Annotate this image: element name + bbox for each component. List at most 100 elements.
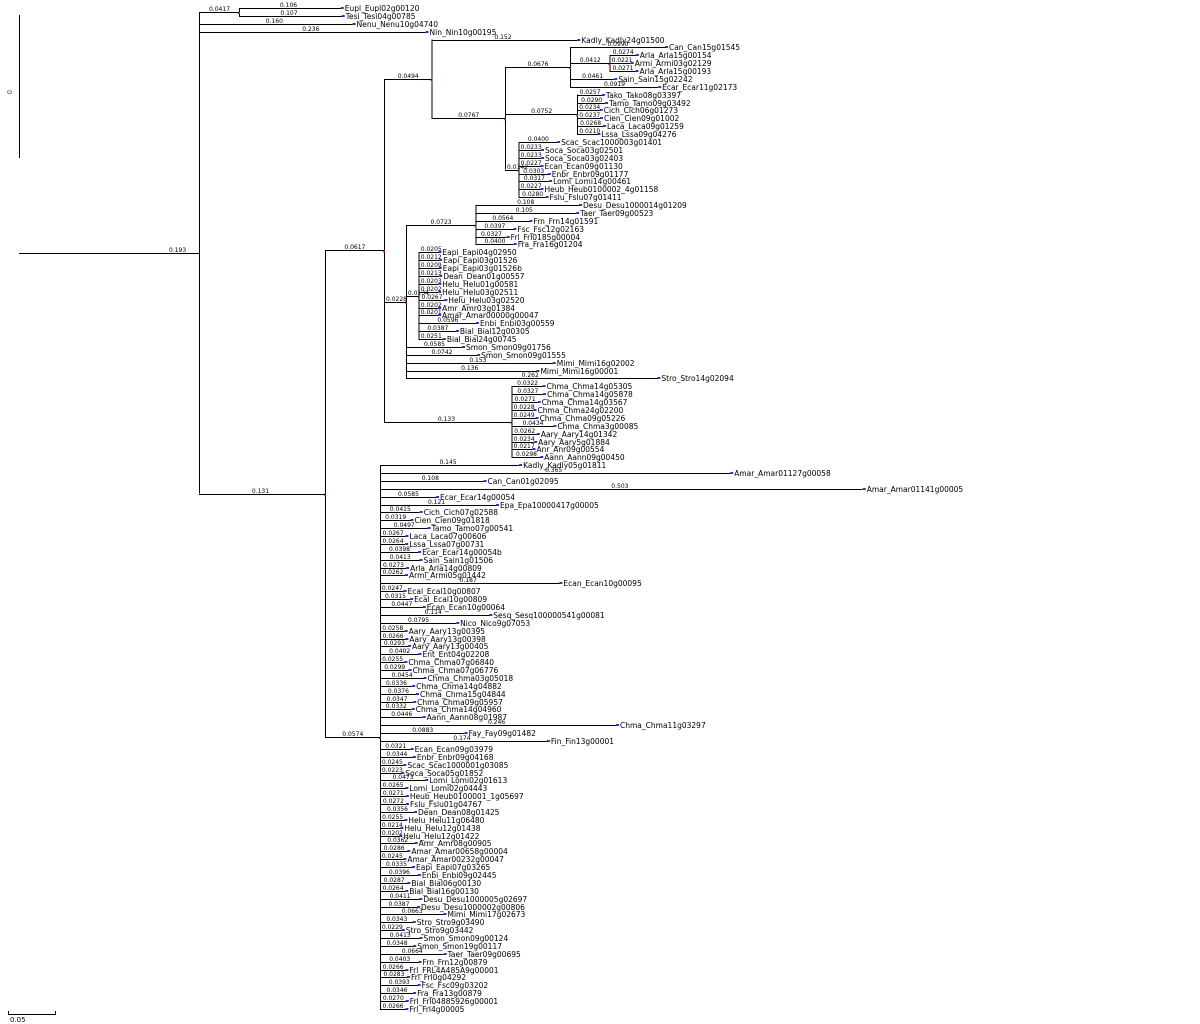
leaf-marker xyxy=(456,622,460,624)
branch-length-label: 0.133 xyxy=(438,416,455,423)
branch-length-label: 0.0723 xyxy=(431,219,452,226)
leaf-marker xyxy=(407,645,411,647)
leaf-marker xyxy=(519,464,523,466)
leaf-label: Aary_Aary13g00405 xyxy=(412,642,489,651)
leaf-marker xyxy=(438,251,442,253)
branch-length-label: 0.0245 xyxy=(382,759,403,766)
leaf-marker xyxy=(403,764,407,766)
leaf-marker xyxy=(404,661,408,663)
branch-length-label: 0.0356 xyxy=(387,806,408,813)
branch-length-label: 0.0271 xyxy=(515,396,536,403)
leaf-marker xyxy=(664,46,668,48)
branch-length-label: 0.0398 xyxy=(389,546,410,553)
branch-length-label: 0.153 xyxy=(469,357,486,364)
branch-length-label: 0.0321 xyxy=(385,743,406,750)
leaf-marker xyxy=(553,425,557,427)
leaf-label: Ecar_Ecar14g00054 xyxy=(440,493,515,502)
leaf-marker xyxy=(513,243,517,245)
leaf-marker xyxy=(577,39,581,41)
leaf-marker xyxy=(436,496,440,498)
leaf-marker xyxy=(862,488,866,490)
leaf-marker xyxy=(425,31,429,33)
leaf-marker xyxy=(418,961,422,963)
branch-length-label: 0.0335 xyxy=(386,861,407,868)
leaf-marker xyxy=(443,953,447,955)
leaf-label: Ecan_Ecan10g00064 xyxy=(427,603,506,612)
leaf-label: Frl_Frl04885926g00001 xyxy=(410,997,499,1006)
branch-length-label: 0.0283 xyxy=(383,971,404,978)
leaf-marker xyxy=(443,913,447,915)
leaf-marker xyxy=(438,307,442,309)
leaf-marker xyxy=(400,827,404,829)
branch-length-label: 0.0344 xyxy=(386,751,407,758)
leaf-marker xyxy=(438,283,442,285)
leaf-marker xyxy=(730,472,734,474)
leaf-label: Heub_Heub0100001_1g05697 xyxy=(410,792,524,801)
leaf-marker xyxy=(546,740,550,742)
leaf-marker xyxy=(477,354,481,356)
branch-length-label: 0.0585 xyxy=(424,341,445,348)
branch-length-label: 0.0411 xyxy=(390,893,411,900)
branch-length-label: 0.0362 xyxy=(387,837,408,844)
leaf-label: Tako_Tako08g03397 xyxy=(605,91,681,100)
leaf-label: Lssa_Lssa07g00731 xyxy=(409,540,484,549)
leaf-marker xyxy=(438,314,442,316)
leaf-marker xyxy=(425,779,429,781)
leaf-label: Can_Can15g01545 xyxy=(669,43,740,52)
branch-length-label: 0.0332 xyxy=(386,703,407,710)
leaf-label: Fra_Fra13g00879 xyxy=(417,989,482,998)
leaf-label: Sesq_Sesq100000541g00081 xyxy=(493,611,605,620)
leaf-label: Taer_Taer09g00523 xyxy=(579,209,653,218)
leaf-label: Aary_Aary13g00395 xyxy=(409,627,486,636)
branch-length-label: 0.0203 xyxy=(421,278,442,285)
branch-length-label: 0.0347 xyxy=(387,696,408,703)
branch-length-label: 0.0271 xyxy=(383,790,404,797)
internal-node-marker xyxy=(382,250,385,253)
internal-node-marker xyxy=(608,63,611,66)
leaf-marker xyxy=(616,724,620,726)
leaf-label: Frn_Frn14g01591 xyxy=(533,217,598,226)
leaf-marker xyxy=(419,559,423,561)
branch-length-label: 0.0214 xyxy=(382,822,403,829)
leaf-marker xyxy=(483,480,487,482)
leaf-label: Anr_Anr09g00554 xyxy=(537,445,605,454)
leaf-marker xyxy=(405,1000,409,1002)
leaf-label: Fra_Fra16g01204 xyxy=(518,240,583,249)
leaf-label: Ent_Ent04g02208 xyxy=(422,650,489,659)
branch-length-label: 0.0299 xyxy=(384,664,405,671)
leaf-label: Smon_Smon19g00117 xyxy=(417,942,502,951)
leaf-label: Frl_Frl0g04292 xyxy=(411,973,466,982)
branch-length-label: 0.107 xyxy=(280,10,297,17)
leaf-marker xyxy=(417,984,421,986)
leaf-label: Ecar_Ecar14g00054b xyxy=(422,548,502,557)
leaf-marker xyxy=(340,7,344,9)
leaf-marker xyxy=(549,180,553,182)
leaf-marker xyxy=(404,819,408,821)
leaf-label: Helu_Helu03g02520 xyxy=(448,296,524,305)
leaf-label: Enbi_Enbi03g00559 xyxy=(480,319,555,328)
leaf-marker xyxy=(405,535,409,537)
leaf-label: Mimi_Mimi16g02002 xyxy=(557,359,635,368)
leaf-marker xyxy=(635,70,639,72)
root-label: 0 xyxy=(5,90,13,94)
leaf-label: Aary_Aary5g01884 xyxy=(538,438,610,447)
branch-length-label: 0.0883 xyxy=(412,727,433,734)
leaf-marker xyxy=(427,527,431,529)
leaf-label: Tamo_Tamo09g03492 xyxy=(608,99,691,108)
leaf-label: Desu_Desu1000014g01209 xyxy=(583,201,687,210)
branch-length-label: 0.0257 xyxy=(580,89,601,96)
leaf-marker xyxy=(405,803,409,805)
leaf-marker xyxy=(405,969,409,971)
branch-length-label: 0.0228 xyxy=(514,404,535,411)
leaf-marker xyxy=(407,882,411,884)
branch-length-label: 0.0234 xyxy=(579,104,600,111)
leaf-marker xyxy=(439,259,443,261)
leaf-label: Helu_Helu12g01438 xyxy=(404,824,480,833)
leaf-label: Ecar_Ecar11g02173 xyxy=(662,83,737,92)
branch-length-label: 0.152 xyxy=(494,34,511,41)
leaf-label: Stro_Stro14g02094 xyxy=(661,374,734,383)
branch-length-label: 0.0234 xyxy=(514,436,535,443)
leaf-label: Frl_FRL4A485A9g00001 xyxy=(409,966,498,975)
branch-length-label: 0.0412 xyxy=(580,57,601,64)
leaf-marker xyxy=(536,370,540,372)
